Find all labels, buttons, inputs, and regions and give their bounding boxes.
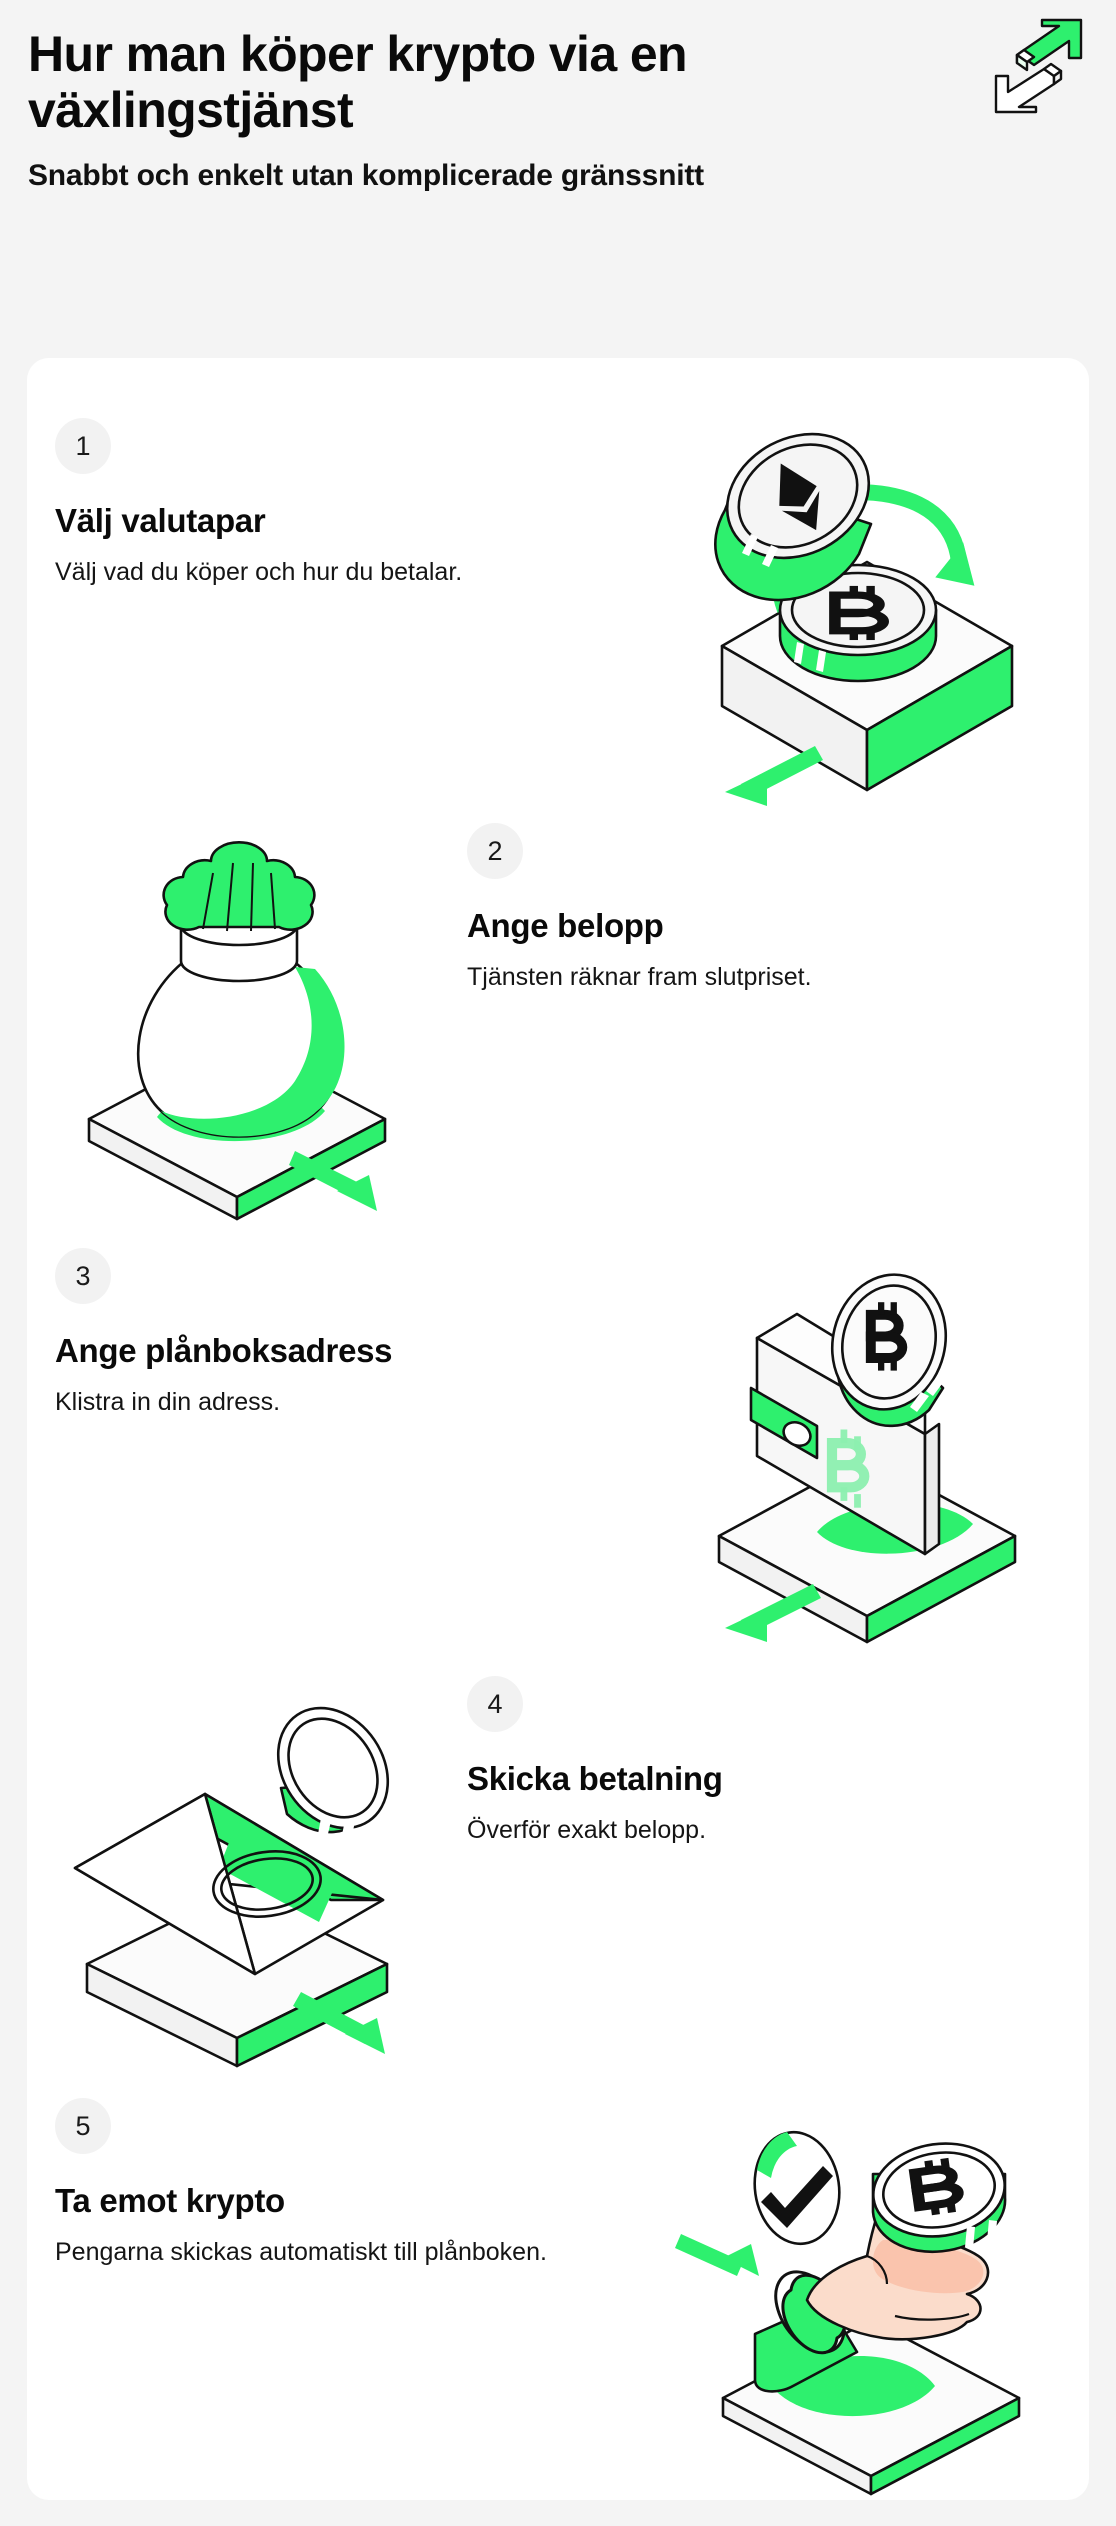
step-item-4: 4 Skicka betalning Överför exakt belopp. bbox=[27, 1676, 1089, 2088]
step-number-badge: 5 bbox=[55, 2098, 111, 2154]
step-description: Tjänsten räknar fram slutpriset. bbox=[467, 962, 812, 991]
step-title: Ta emot krypto bbox=[55, 2182, 285, 2219]
step-title: Ange plånboksadress bbox=[55, 1332, 393, 1369]
money-bag-platform-illustration bbox=[37, 819, 437, 1221]
step-text-1: 1 Välj valutapar Välj vad du köper och h… bbox=[55, 418, 615, 589]
step-title: Ange belopp bbox=[467, 907, 664, 944]
step-title: Skicka betalning bbox=[467, 1760, 723, 1797]
page-header: Hur man köper krypto via en växlingstjän… bbox=[0, 0, 1116, 195]
step-item-3: 3 Ange plånboksadress Klistra in din adr… bbox=[27, 1248, 1089, 1660]
step-description: Pengarna skickas automatiskt till plånbo… bbox=[55, 2237, 547, 2266]
step-item-1: 1 Välj valutapar Välj vad du köper och h… bbox=[27, 418, 1089, 830]
hand-coin-check-platform-illustration bbox=[667, 2094, 1067, 2496]
step-text-4: 4 Skicka betalning Överför exakt belopp. bbox=[467, 1676, 1067, 1847]
step-text-3: 3 Ange plånboksadress Klistra in din adr… bbox=[55, 1248, 615, 1419]
step-item-2: 2 Ange belopp Tjänsten räknar fram slutp… bbox=[27, 823, 1089, 1235]
page-title: Hur man köper krypto via en växlingstjän… bbox=[28, 26, 688, 138]
step-title: Välj valutapar bbox=[55, 502, 266, 539]
wallet-coin-platform-illustration bbox=[667, 1244, 1067, 1644]
step-number-badge: 2 bbox=[467, 823, 523, 879]
step-description: Klistra in din adress. bbox=[55, 1387, 281, 1416]
step-number-badge: 1 bbox=[55, 418, 111, 474]
exchange-arrows-icon bbox=[984, 14, 1094, 120]
coin-exchange-platform-illustration bbox=[667, 414, 1067, 814]
step-text-2: 2 Ange belopp Tjänsten räknar fram slutp… bbox=[467, 823, 1067, 994]
step-item-5: 5 Ta emot krypto Pengarna skickas automa… bbox=[27, 2098, 1089, 2510]
step-description: Välj vad du köper och hur du betalar. bbox=[55, 557, 463, 586]
page-subtitle: Snabbt och enkelt utan komplicerade grän… bbox=[28, 159, 704, 192]
envelope-coin-platform-illustration bbox=[37, 1672, 437, 2072]
step-text-5: 5 Ta emot krypto Pengarna skickas automa… bbox=[55, 2098, 615, 2269]
step-number-badge: 3 bbox=[55, 1248, 111, 1304]
step-description: Överför exakt belopp. bbox=[467, 1815, 707, 1844]
step-number-badge: 4 bbox=[467, 1676, 523, 1732]
steps-card: 1 Välj valutapar Välj vad du köper och h… bbox=[27, 358, 1089, 2500]
